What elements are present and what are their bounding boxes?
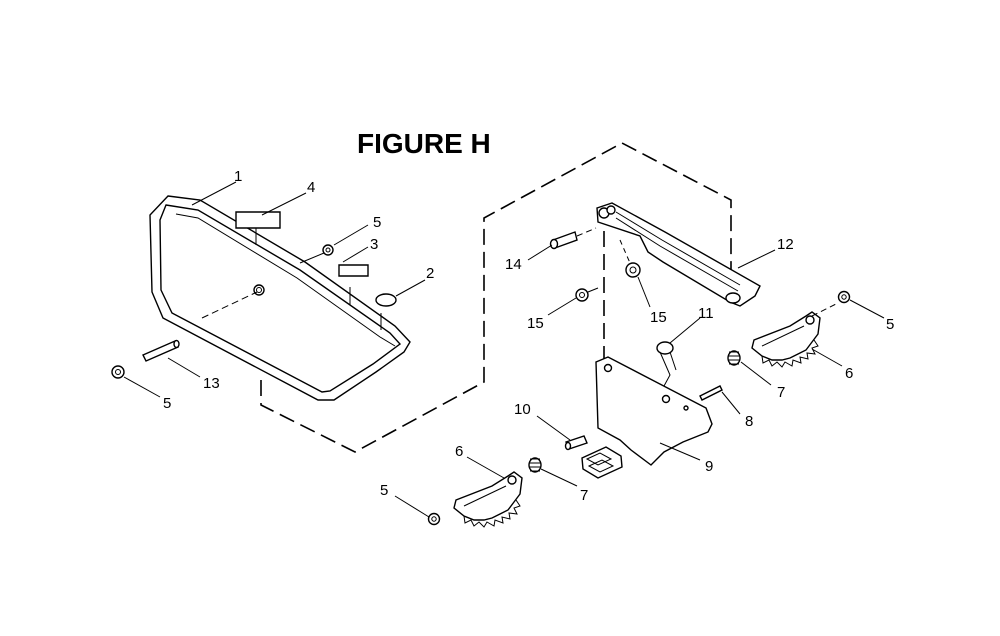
washer-left-bottom-hole — [431, 516, 437, 522]
spring-left — [528, 457, 542, 473]
figure-title: FIGURE H — [357, 128, 491, 159]
knob — [375, 293, 397, 307]
callout-2: 2 — [426, 265, 434, 282]
support-arm — [596, 202, 761, 307]
callout-1: 1 — [234, 168, 242, 185]
guard-pivot-hole — [253, 284, 265, 296]
spring-right — [727, 350, 741, 366]
pawl-right-axis — [811, 303, 837, 317]
assembly-boundary — [260, 142, 732, 453]
washer-guard-axis — [299, 252, 325, 264]
callout-12: 12 — [777, 236, 794, 253]
warning-label-small — [338, 264, 369, 277]
callout-14: 14 — [505, 256, 522, 273]
spacer-left-axis — [587, 287, 599, 293]
clip — [656, 341, 677, 387]
washer-right-hole — [841, 294, 847, 300]
bracket-hole-small — [683, 405, 689, 411]
callout-6-right: 6 — [845, 365, 853, 382]
callout-7-right: 7 — [777, 384, 785, 401]
guard-pivot-hole-inner — [256, 287, 262, 293]
bracket-hole-middle — [661, 394, 671, 404]
spacer-left-hole — [579, 292, 585, 298]
pivot-pin — [564, 435, 588, 451]
callout-13: 13 — [203, 375, 220, 392]
callout-8: 8 — [745, 413, 753, 430]
washer-far-left — [111, 365, 125, 379]
guard-pin — [142, 339, 180, 362]
anti-kickback-pawl-left — [453, 471, 523, 528]
callout-5-right: 5 — [886, 316, 894, 333]
spacer-right-axis — [619, 239, 631, 264]
screw — [549, 227, 597, 250]
leader-lines — [123, 181, 885, 518]
callout-5-left-bottom: 5 — [380, 482, 388, 499]
callout-5-guard: 5 — [373, 214, 381, 231]
callout-5-far-left: 5 — [163, 395, 171, 412]
bracket-hole-top — [603, 363, 613, 373]
spacer-right-hole — [629, 266, 637, 274]
washer-right — [837, 290, 851, 304]
washer-left-bottom — [427, 512, 441, 526]
spacer-right — [625, 262, 641, 278]
callout-4: 4 — [307, 179, 315, 196]
arm-pivot-hole-inner — [606, 205, 616, 215]
warning-label-large — [235, 211, 281, 229]
guard-pin-axis — [201, 291, 258, 319]
washer-guard-hole — [325, 247, 331, 253]
blade-guard — [149, 195, 411, 401]
spacer-left — [575, 288, 589, 302]
callout-6-left: 6 — [455, 443, 463, 460]
callout-3: 3 — [370, 236, 378, 253]
callout-9: 9 — [705, 458, 713, 475]
callout-15-right: 15 — [650, 309, 667, 326]
pin — [699, 385, 723, 401]
washer-far-left-hole — [115, 369, 121, 375]
splitter-bracket — [581, 356, 713, 479]
callout-11: 11 — [698, 305, 714, 322]
callout-15-left: 15 — [527, 315, 544, 332]
washer-guard — [322, 244, 334, 256]
callout-7-left: 7 — [580, 487, 588, 504]
callout-10: 10 — [514, 401, 531, 418]
anti-kickback-pawl-right — [751, 311, 821, 368]
